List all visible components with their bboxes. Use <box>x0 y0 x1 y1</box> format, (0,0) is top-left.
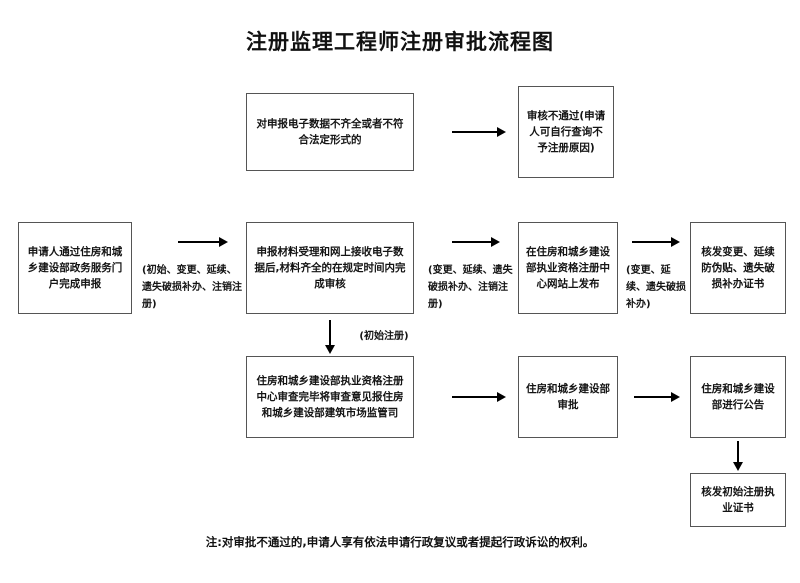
arrow-head <box>671 237 680 247</box>
arrow-right-icon-apply <box>178 236 228 248</box>
arrow-shaft <box>452 241 492 243</box>
node-ministry-approval: 住房和城乡建设部审批 <box>518 356 618 438</box>
node-accept-review: 申报材料受理和网上接收电子数据后,材料齐全的在规定时间内完成审核 <box>246 222 414 314</box>
node-issue-change-cert-label: 核发变更、延续防伪贴、遗失破损补办证书 <box>701 245 775 291</box>
arrow-shaft <box>452 131 498 133</box>
arrow-right-icon-approval <box>634 391 680 403</box>
node-reject-result-label: 审核不通过(申请人可自行查询不予注册原因) <box>526 109 606 155</box>
arrow-right-icon-review <box>452 236 500 248</box>
edge-label-publish-to-issue: (变更、延续、遗失破损补办) <box>626 265 686 310</box>
arrow-right-icon-center <box>452 391 506 403</box>
arrow-head <box>733 462 743 471</box>
footnote: 注:对审批不通过的,申请人享有依法申请行政复议或者提起行政诉讼的权利。 <box>205 535 595 549</box>
edge-label-review-to-center: (初始注册) <box>359 331 409 342</box>
edge-label-review-to-publish: (变更、延续、遗失破损补办、注销注册) <box>428 265 513 310</box>
arrow-shaft <box>634 396 672 398</box>
arrow-head <box>325 345 335 354</box>
arrow-shaft <box>329 320 331 346</box>
node-issue-initial-cert-label: 核发初始注册执业证书 <box>701 485 775 514</box>
arrow-head <box>671 392 680 402</box>
arrow-right-icon-publish <box>632 236 680 248</box>
node-center-review: 住房和城乡建设部执业资格注册中心审查完毕将审查意见报住房和城乡建设部建筑市场监管… <box>246 356 414 438</box>
node-apply-portal-label: 申请人通过住房和城乡建设部政务服务门户完成申报 <box>27 245 123 291</box>
node-issue-initial-cert: 核发初始注册执业证书 <box>690 473 786 527</box>
edge-label-apply-to-review: (初始、变更、延续、遗失破损补办、注销注册) <box>142 265 242 310</box>
arrow-head <box>219 237 228 247</box>
arrow-head <box>491 237 500 247</box>
node-publish-site: 在住房和城乡建设部执业资格注册中心网站上发布 <box>518 222 618 314</box>
node-ministry-approval-label: 住房和城乡建设部审批 <box>526 382 610 411</box>
arrow-shaft <box>632 241 672 243</box>
node-reject-result: 审核不通过(申请人可自行查询不予注册原因) <box>518 86 614 178</box>
arrow-right-icon-reject <box>452 126 506 138</box>
arrow-shaft <box>737 441 739 463</box>
arrow-head <box>497 127 506 137</box>
node-reject-condition: 对申报电子数据不齐全或者不符合法定形式的 <box>246 93 414 171</box>
node-accept-review-label: 申报材料受理和网上接收电子数据后,材料齐全的在规定时间内完成审核 <box>254 245 406 291</box>
arrow-down-icon-announce <box>732 441 744 471</box>
arrow-shaft <box>452 396 498 398</box>
arrow-down-icon-initial <box>324 320 336 354</box>
node-ministry-announce: 住房和城乡建设部进行公告 <box>690 356 786 438</box>
page-title: 注册监理工程师注册审批流程图 <box>246 30 554 54</box>
node-ministry-announce-label: 住房和城乡建设部进行公告 <box>701 382 775 411</box>
arrow-head <box>497 392 506 402</box>
arrow-shaft <box>178 241 220 243</box>
node-apply-portal: 申请人通过住房和城乡建设部政务服务门户完成申报 <box>18 222 132 314</box>
node-issue-change-cert: 核发变更、延续防伪贴、遗失破损补办证书 <box>690 222 786 314</box>
node-reject-condition-label: 对申报电子数据不齐全或者不符合法定形式的 <box>256 117 404 146</box>
node-publish-site-label: 在住房和城乡建设部执业资格注册中心网站上发布 <box>526 245 610 291</box>
node-center-review-label: 住房和城乡建设部执业资格注册中心审查完毕将审查意见报住房和城乡建设部建筑市场监管… <box>256 374 404 420</box>
